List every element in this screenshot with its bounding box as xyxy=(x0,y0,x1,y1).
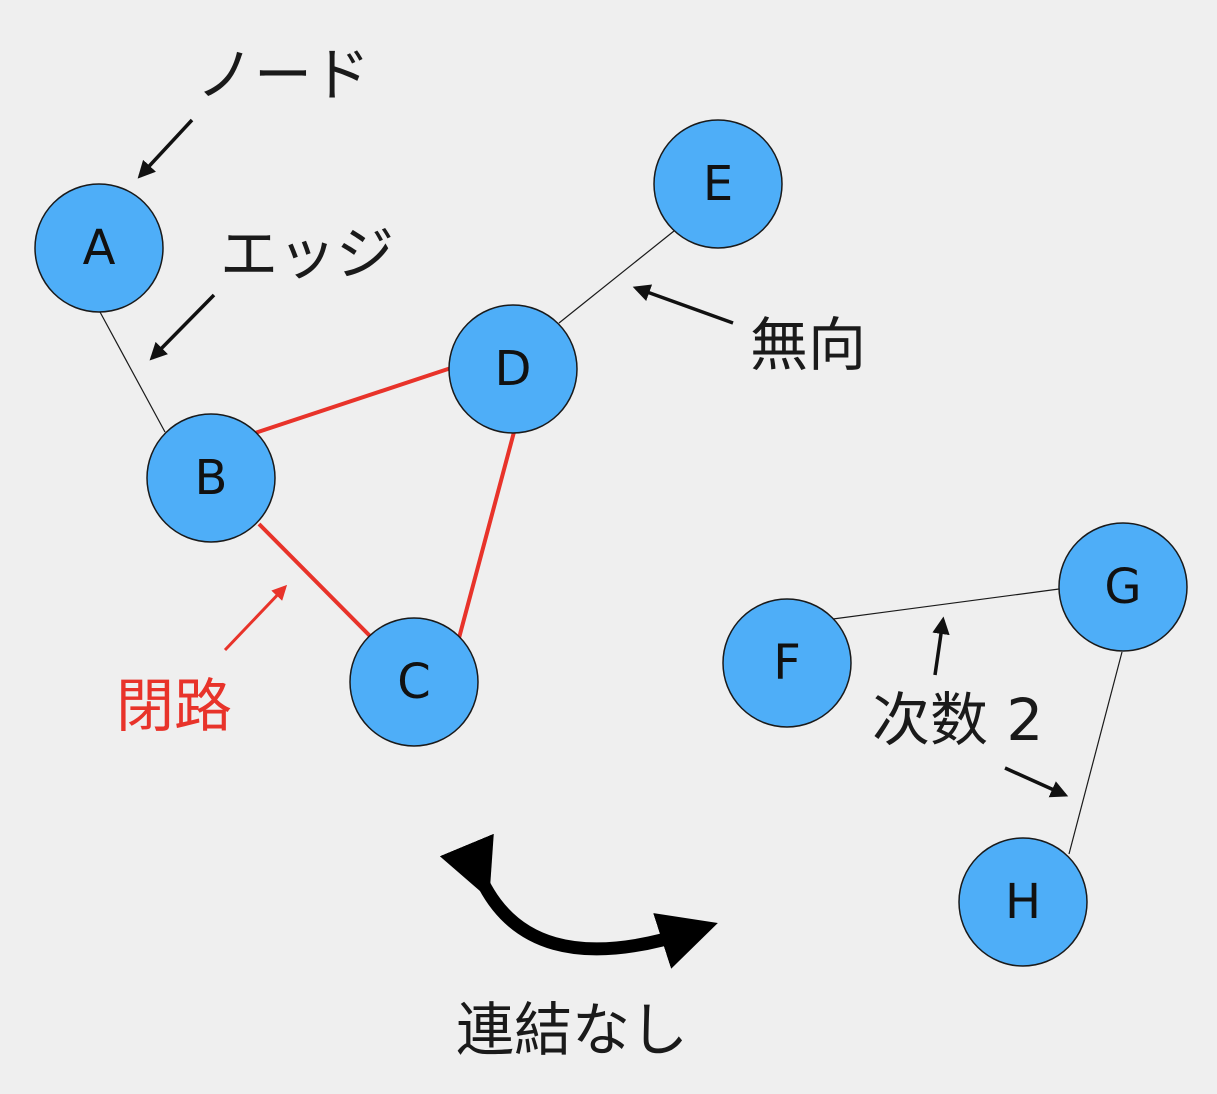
edge-d-c xyxy=(457,431,516,639)
node-d: D xyxy=(448,304,578,434)
edge-pointer-arrow xyxy=(149,293,216,361)
cycle-pointer-arrow xyxy=(223,584,288,652)
degree-pointer-arrow-down xyxy=(1004,766,1069,798)
node-h-label: H xyxy=(1005,874,1041,930)
edge-a-b xyxy=(99,311,166,433)
node-b: B xyxy=(146,413,276,543)
disconnected-annotation: 連結なし xyxy=(456,996,688,1064)
edge-g-h xyxy=(1068,651,1123,855)
node-annotation: ノード xyxy=(196,41,370,109)
node-c: C xyxy=(349,617,479,747)
node-g-label: G xyxy=(1104,559,1141,615)
node-a-label: A xyxy=(83,220,116,276)
edge-annotation: エッジ xyxy=(220,220,394,288)
degree-pointer-arrow-up xyxy=(932,616,950,676)
undirected-pointer-arrow xyxy=(632,284,734,325)
node-c-label: C xyxy=(397,654,431,710)
edge-d-e xyxy=(558,230,675,324)
cycle-annotation: 閉路 xyxy=(116,672,232,740)
node-h: H xyxy=(958,837,1088,967)
edge-b-d xyxy=(254,366,452,435)
edge-f-g xyxy=(832,588,1060,620)
node-pointer-arrow xyxy=(137,118,194,179)
edge-b-c xyxy=(257,522,372,638)
node-f-label: F xyxy=(773,635,801,691)
undirected-annotation: 無向 xyxy=(750,311,866,379)
degree-annotation: 次数 2 xyxy=(872,686,1043,754)
node-f: F xyxy=(722,598,852,728)
disconnected-double-arrow xyxy=(439,833,718,969)
node-d-label: D xyxy=(495,341,532,397)
node-g: G xyxy=(1058,522,1188,652)
node-a: A xyxy=(34,183,164,313)
node-e-label: E xyxy=(703,156,733,212)
node-b-label: B xyxy=(195,450,228,506)
node-e: E xyxy=(653,119,783,249)
